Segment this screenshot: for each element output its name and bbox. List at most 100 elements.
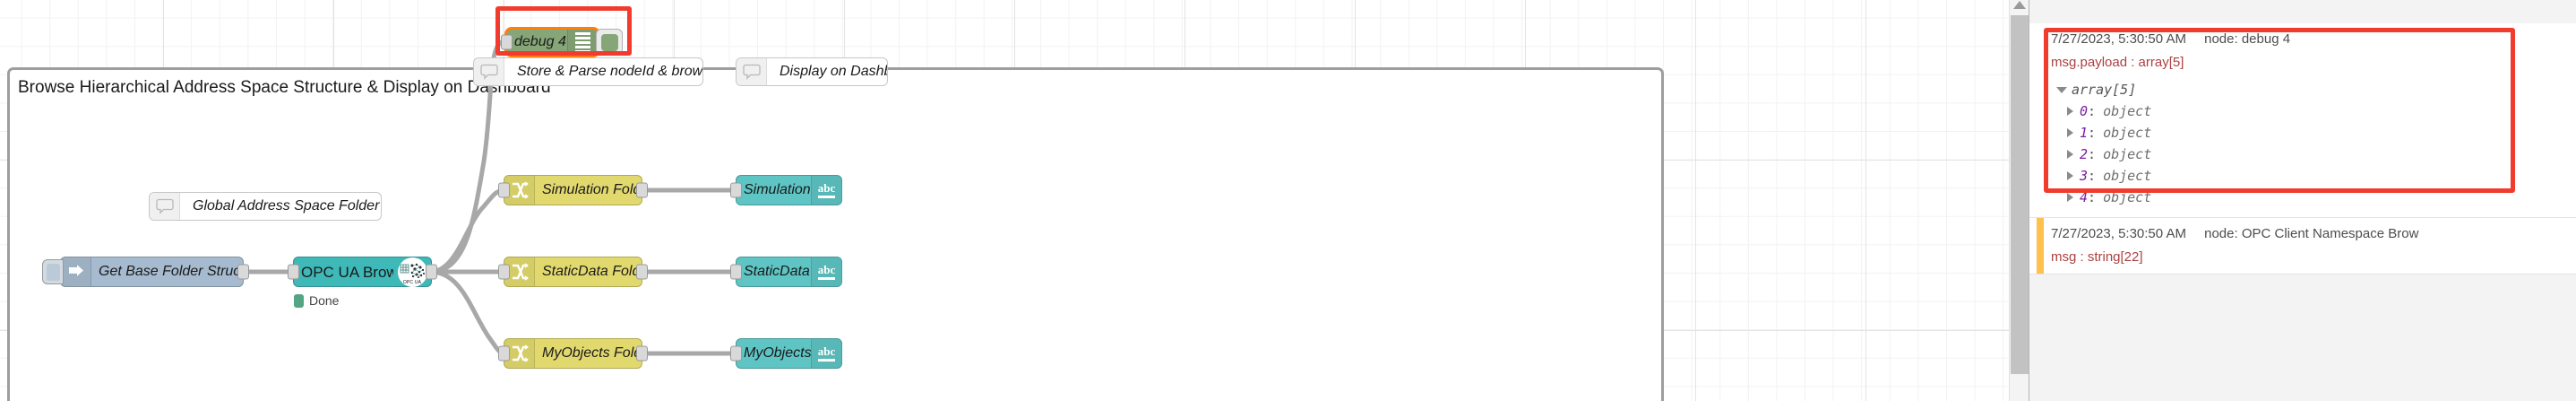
debug-message-tree[interactable]: array[5] 0 : object 1 : object 2 (2051, 79, 2563, 208)
debug-tree-row[interactable]: 4 : object (2051, 187, 2563, 208)
debug-tree-row[interactable]: 0 : object (2051, 100, 2563, 122)
input-port[interactable] (730, 264, 742, 280)
input-port[interactable] (288, 264, 299, 280)
debug-timestamp: 7/27/2023, 5:30:50 AM (2051, 226, 2186, 241)
caret-right-icon[interactable] (2067, 193, 2073, 202)
debug-message[interactable]: 7/27/2023, 5:30:50 AM node: debug 4 msg.… (2029, 23, 2576, 218)
status-label: Done (309, 293, 340, 308)
dashboard-text-label: MyObjects (744, 346, 811, 361)
dashboard-text-node-staticdata[interactable]: StaticData abc (730, 257, 842, 287)
function-node-simulation-folder[interactable]: Simulation Folder (498, 175, 648, 205)
inject-node-label: Get Base Folder Structure ¹ (99, 265, 243, 279)
inject-node-get-base-folder-structure[interactable]: Get Base Folder Structure ¹ (42, 257, 249, 287)
flow-canvas[interactable]: Browse Hierarchical Address Space Struct… (0, 0, 2029, 401)
comment-icon (474, 58, 504, 85)
opcua-browser-node[interactable]: OPC UA Browser (288, 257, 437, 287)
comment-label: Store & Parse nodeId & browseName (517, 65, 702, 79)
comment-label: Display on Dashboard (780, 65, 887, 79)
flow-group-label: Browse Hierarchical Address Space Struct… (18, 78, 551, 97)
debug-message-header: 7/27/2023, 5:30:50 AM node: debug 4 (2051, 31, 2563, 47)
dashboard-text-node-myobjects[interactable]: MyObjects abc (730, 338, 842, 369)
comment-store-parse[interactable]: Store & Parse nodeId & browseName (473, 57, 703, 86)
debug-tree-row[interactable]: 1 : object (2051, 122, 2563, 144)
debug-tree-root-label: array[5] (2072, 82, 2137, 98)
opcua-browser-status: Done (294, 293, 339, 308)
caret-right-icon[interactable] (2067, 128, 2073, 137)
debug-tree-separator: : (2088, 103, 2097, 119)
debug-timestamp: 7/27/2023, 5:30:50 AM (2051, 31, 2186, 47)
dashboard-text-node-simulation[interactable]: Simulation abc (730, 175, 842, 205)
output-port[interactable] (636, 345, 648, 362)
comment-icon (150, 193, 180, 220)
output-port[interactable] (237, 264, 249, 280)
debug-tree-separator: : (2088, 168, 2097, 184)
output-port[interactable] (426, 264, 437, 280)
debug-tree-key: 0 (2080, 103, 2089, 119)
abc-icon-text: abc (817, 182, 836, 198)
caret-right-icon[interactable] (2067, 171, 2073, 180)
debug-node-4[interactable]: debug 4 (501, 27, 623, 57)
debug-node-label: debug 4 (514, 35, 566, 49)
input-port[interactable] (730, 182, 742, 198)
abc-icon-text: abc (817, 345, 836, 362)
comment-label: Global Address Space Folder Browse (193, 199, 381, 214)
output-port[interactable] (636, 182, 648, 198)
debug-tree-root-row[interactable]: array[5] (2051, 79, 2563, 100)
caret-down-icon[interactable] (2056, 87, 2067, 93)
scroll-up-arrow-icon[interactable] (2012, 1, 2026, 9)
debug-message-topic: msg : string[22] (2051, 249, 2143, 265)
debug-enable-toggle[interactable] (596, 29, 623, 56)
input-port[interactable] (730, 345, 742, 362)
abc-icon-text: abc (817, 264, 836, 280)
function-node-staticdata-folder[interactable]: StaticData Folder (498, 257, 648, 287)
debug-tree-key: 3 (2080, 168, 2089, 184)
inject-arrow-icon (61, 257, 91, 286)
comment-display-dashboard[interactable]: Display on Dashboard (736, 57, 888, 86)
debug-tree-value: object (2103, 125, 2152, 141)
debug-tree-value: object (2103, 189, 2152, 205)
debug-tree-separator: : (2088, 146, 2097, 162)
debug-message[interactable]: 7/27/2023, 5:30:50 AM node: OPC Client N… (2029, 218, 2576, 275)
debug-tree-value: object (2103, 146, 2152, 162)
debug-tree-key: 2 (2080, 146, 2089, 162)
dashboard-text-label: StaticData (744, 265, 810, 279)
input-port[interactable] (498, 182, 510, 198)
canvas-vertical-scrollbar[interactable] (2009, 0, 2029, 401)
caret-right-icon[interactable] (2067, 150, 2073, 159)
output-port[interactable] (636, 264, 648, 280)
input-port[interactable] (501, 34, 513, 50)
input-port[interactable] (498, 345, 510, 362)
debug-lines-icon (567, 30, 598, 55)
scrollbar-thumb[interactable] (2011, 15, 2029, 374)
caret-right-icon[interactable] (2067, 107, 2073, 116)
opc-ua-logo-icon: OPC UA (393, 257, 431, 287)
debug-tree-row[interactable]: 2 : object (2051, 144, 2563, 165)
function-node-label: Simulation Folder (542, 183, 642, 197)
opc-ua-logo-text: OPC UA (402, 279, 422, 285)
dashboard-text-label: Simulation (744, 183, 811, 197)
function-node-label: StaticData Folder (542, 265, 642, 279)
input-port[interactable] (498, 264, 510, 280)
debug-source-node: node: OPC Client Namespace Brow (2204, 226, 2419, 241)
debug-message-bar (2037, 218, 2044, 274)
debug-message-header: 7/27/2023, 5:30:50 AM node: OPC Client N… (2051, 226, 2563, 241)
debug-tree-value: object (2103, 168, 2152, 184)
debug-message-bar (2037, 23, 2044, 217)
abc-icon: abc (811, 339, 841, 368)
opcua-browser-label: OPC UA Browser (301, 264, 393, 280)
debug-message-topic: msg.payload : array[5] (2051, 55, 2184, 70)
abc-icon: abc (811, 176, 841, 205)
function-node-label: MyObjects Folder (542, 346, 642, 361)
debug-tree-key: 1 (2080, 125, 2089, 141)
function-node-myobjects-folder[interactable]: MyObjects Folder (498, 338, 648, 369)
debug-tree-value: object (2103, 103, 2152, 119)
inject-trigger-button[interactable] (42, 259, 64, 284)
switch-icon (504, 339, 535, 368)
status-dot-icon (294, 293, 304, 308)
debug-tree-separator: : (2088, 189, 2097, 205)
debug-tree-row[interactable]: 3 : object (2051, 165, 2563, 187)
debug-source-node: node: debug 4 (2204, 31, 2291, 47)
comment-global-address-space[interactable]: Global Address Space Folder Browse (149, 192, 382, 221)
debug-sidebar[interactable]: 7/27/2023, 5:30:50 AM node: debug 4 msg.… (2029, 0, 2576, 401)
